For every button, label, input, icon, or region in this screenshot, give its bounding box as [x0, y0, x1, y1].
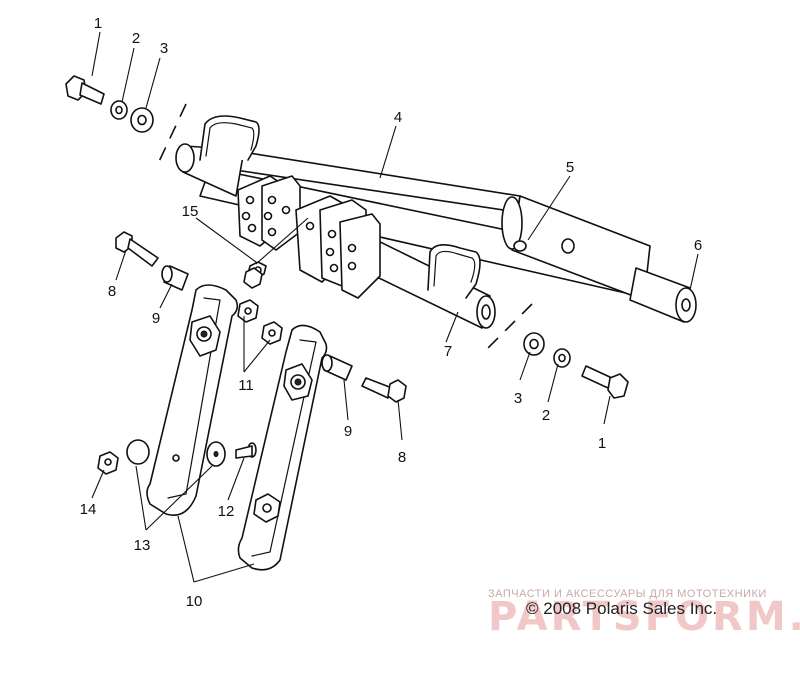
- callout-12: 12: [218, 503, 235, 520]
- washer-3-right: [523, 332, 545, 356]
- washer-13-a: [126, 439, 150, 465]
- pin-12: [235, 442, 257, 459]
- nut-14: [97, 451, 119, 475]
- callout-14: 14: [80, 501, 97, 518]
- rear-axle-frame: [175, 115, 697, 323]
- callout-1-top: 1: [94, 15, 102, 32]
- link-arm-left: [146, 284, 239, 516]
- washer-3-top: [130, 107, 154, 133]
- washer-2-right: [553, 348, 571, 368]
- callout-15: 15: [182, 203, 199, 220]
- callout-9-right: 9: [344, 423, 352, 440]
- frame-bracket-right: [295, 195, 381, 299]
- frame-bracket-left: [237, 175, 301, 251]
- bushing-9-right: [321, 354, 353, 381]
- callout-11: 11: [238, 377, 254, 394]
- bushing-9-left: [161, 265, 189, 291]
- watermark-top-text: ЗАПЧАСТИ И АКСЕССУАРЫ ДЛЯ МОТОТЕХНИКИ: [488, 588, 767, 600]
- callout-7: 7: [444, 343, 452, 360]
- callout-4: 4: [394, 109, 402, 126]
- callout-10: 10: [186, 593, 203, 610]
- nut-11-b: [261, 321, 283, 345]
- leader-lines: [91, 31, 699, 583]
- link-arm-right: [237, 324, 328, 571]
- callout-3-top: 3: [160, 40, 168, 57]
- bolt-top-left: [65, 75, 105, 105]
- callout-8-left: 8: [108, 283, 116, 300]
- nut-11-c: [243, 267, 263, 289]
- callout-1-right: 1: [598, 435, 606, 452]
- pivot-tube: [349, 231, 496, 329]
- bolt-1-right: [581, 365, 629, 399]
- callout-6: 6: [694, 237, 702, 254]
- callouts: 1 2 3 4 5 6 7 8 9 15 11 9 8 3 2 1 14 13 …: [80, 15, 703, 610]
- watermark-logo-text: PARTSFORM.RU: [488, 594, 800, 640]
- callout-5: 5: [566, 159, 574, 176]
- callout-8-right: 8: [398, 449, 406, 466]
- copyright-notice: © 2008 Polaris Sales Inc.: [526, 599, 717, 618]
- nut-11-a: [237, 299, 259, 323]
- washer-2-top: [110, 100, 128, 120]
- callout-9-left: 9: [152, 310, 160, 327]
- watermark: ЗАПЧАСТИ И АКСЕССУАРЫ ДЛЯ МОТОТЕХНИКИ PA…: [488, 588, 800, 640]
- callout-3-right: 3: [514, 390, 522, 407]
- bolt-8-left: [115, 231, 159, 267]
- axis-line-top-left: [155, 103, 187, 169]
- callout-13: 13: [134, 537, 151, 554]
- axis-line-right: [487, 303, 533, 349]
- callout-2-top: 2: [132, 30, 140, 47]
- callout-2-right: 2: [542, 407, 550, 424]
- washer-13-b: [206, 441, 226, 467]
- bolt-8-right: [361, 377, 407, 403]
